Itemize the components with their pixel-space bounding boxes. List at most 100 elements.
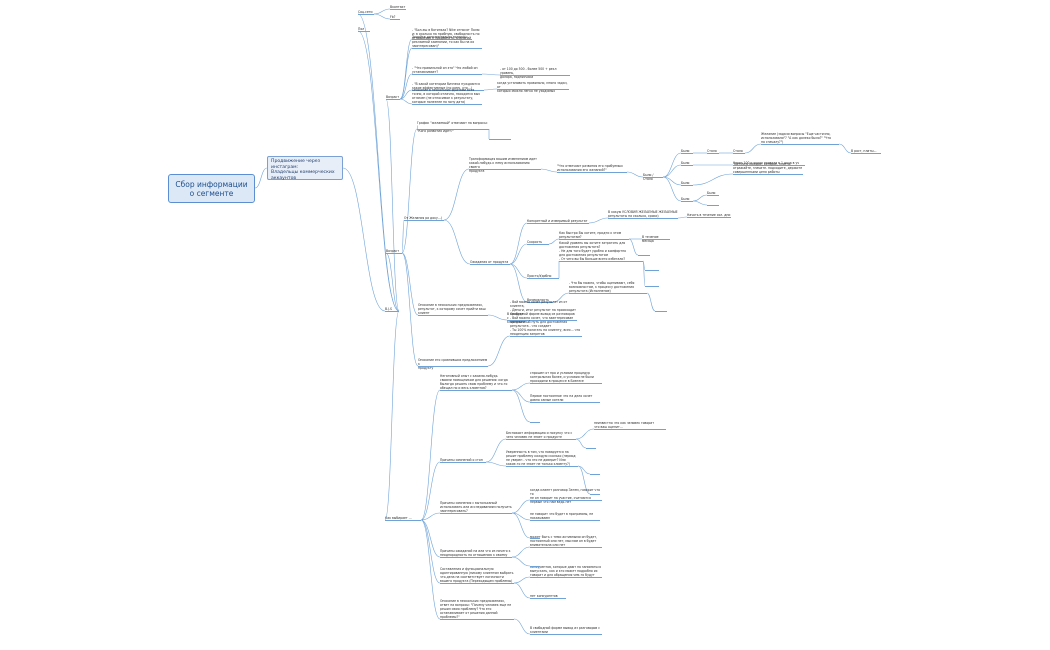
connector	[552, 292, 570, 303]
topic-node[interactable]: Скорость	[527, 240, 549, 245]
topic-node[interactable]: Возраст	[386, 249, 402, 254]
topic-node[interactable]: Описание в нескольких предложениях, отве…	[440, 599, 514, 620]
topic-node[interactable]: "Что отмечают развития его пробуемых исп…	[557, 164, 627, 173]
topic-node[interactable]: Было	[681, 181, 693, 186]
topic-node[interactable]: не говорит что будет в программы, не пок…	[530, 512, 600, 521]
topic-node[interactable]: Конкретный и измеримый результат	[527, 219, 589, 224]
topic-node[interactable]: В свободной форме вывод из разговоров с …	[530, 626, 602, 635]
topic-node[interactable]: Fb?	[390, 15, 400, 20]
topic-node[interactable]: Возможность	[527, 298, 553, 303]
topic-underline	[358, 31, 370, 32]
topic-node[interactable]: - "Бол-еш в ботинках? Nike относят Полю …	[412, 28, 482, 49]
topic-node[interactable]: Через 100 и около назвали в 1 доча в уч	[733, 161, 805, 166]
topic-node[interactable]: Причины сомнения с вытольханый использов…	[440, 501, 512, 514]
topic-node[interactable]: спрошен от про и условии процедур контро…	[530, 371, 602, 384]
topic-underline	[530, 598, 566, 599]
topic-underline	[681, 165, 693, 166]
topic-label: когда клиент разговор Затем, говорит что…	[530, 488, 601, 504]
connector	[443, 219, 471, 265]
topic-label: Просто/Удобно	[527, 274, 552, 278]
topic-node[interactable]: В Свободной форме вывод из разговоров с …	[507, 312, 577, 324]
topic-node[interactable]: Стало	[707, 149, 719, 154]
topic-node[interactable]: Причины ожиданий на или что из ничего к …	[440, 549, 512, 558]
topic-node[interactable]: Негативный опыт с какими-нибудь своими п…	[440, 374, 512, 391]
topic-node[interactable]: нет конкурентов	[530, 594, 566, 599]
topic-node[interactable]: Просто/Удобно	[527, 274, 559, 279]
empty-branch[interactable]	[707, 202, 719, 206]
empty-branch[interactable]	[530, 563, 540, 567]
empty-branch[interactable]	[586, 445, 596, 449]
topic-underline	[440, 462, 486, 463]
topic-node[interactable]: Было	[681, 149, 693, 154]
empty-branch[interactable]	[489, 136, 511, 140]
topic-label: Как быстро Вы хотите, придти к этим резу…	[559, 231, 622, 239]
connector	[487, 314, 508, 321]
topic-node[interactable]: Было	[681, 161, 693, 166]
empty-branch[interactable]	[645, 267, 659, 271]
empty-branch[interactable]	[590, 471, 600, 475]
topic-node[interactable]: Как быстро Вы хотите, придти к этим резу…	[559, 231, 629, 240]
topic-node[interactable]: Уверенность в том, что поваруется на реш…	[506, 450, 578, 467]
topic-node[interactable]: - "В какой категории бизнеса нуждаются т…	[412, 82, 484, 91]
topic-node[interactable]: Составления и функциональную адаптирован…	[440, 567, 514, 584]
topic-node[interactable]: Описание в нескольких предложениях, резу…	[418, 303, 488, 316]
topic-node[interactable]: Было /Стало	[643, 173, 663, 181]
topic-node[interactable]: B.J.S	[385, 307, 399, 312]
root-topic[interactable]: Сбор информации о сегменте	[168, 174, 255, 203]
topic-node[interactable]: От Желания ра доку...)	[404, 216, 444, 221]
topic-node[interactable]: Какой уровень вы хотите затратить для до…	[559, 241, 643, 262]
topic-node[interactable]: Описание в нескольких фразами всех точно…	[412, 88, 482, 105]
topic-node[interactable]: Вконтакт	[390, 5, 406, 10]
topic-underline	[761, 144, 839, 145]
topic-node[interactable]: Возраст	[386, 95, 400, 100]
connector	[511, 382, 531, 391]
topic-node[interactable]: В течение месяца	[642, 235, 670, 243]
topic-node[interactable]: Соц.сети	[358, 10, 374, 15]
topic-node[interactable]: Ожидания от продукта	[470, 260, 510, 265]
topic-node[interactable]: Задайте дополнительно вопросы:	[412, 35, 472, 40]
topic-node[interactable]: когда клиент разговор Затем, говорит что…	[530, 488, 602, 504]
main-subtopic[interactable]: Продвижение через инстаграм: Владельцы к…	[267, 156, 343, 181]
empty-branch[interactable]	[590, 491, 600, 495]
topic-node[interactable]: Частично каждое, которое, плотно отражай…	[733, 162, 803, 175]
connector	[483, 88, 498, 91]
topic-node[interactable]: Было	[681, 197, 693, 202]
connector	[443, 168, 470, 221]
connector	[511, 556, 531, 567]
empty-branch[interactable]	[645, 283, 659, 287]
topic-node[interactable]: конкурентов, которые дают на заниматься …	[530, 565, 602, 578]
topic-node[interactable]: Причины сомнений о стоп	[440, 458, 486, 463]
topic-underline	[506, 439, 576, 440]
topic-label: - Что бы можно, чтобы оценивают, себя во…	[569, 281, 635, 293]
empty-branch[interactable]	[638, 252, 650, 256]
topic-label: Причины ожиданий на или что из ничего к …	[440, 549, 511, 557]
topic-node[interactable]: - от 100 до 500 - более 500 + рекл урове…	[500, 67, 570, 79]
topic-node[interactable]: Желание (задачи вопросы "Еще частично, и…	[761, 132, 839, 145]
topic-node[interactable]: В какую УСЛОВИЯ ЖЕЛАЕМЫЕ ЖЕЛАЕМЫЕ резуль…	[608, 210, 678, 219]
topic-node[interactable]: Стало	[733, 149, 745, 154]
topic-node[interactable]: неизвестно что как человек говорит что в…	[594, 421, 666, 430]
topic-node[interactable]: - Что бы можно, чтобы оценивают, себя во…	[569, 281, 647, 294]
topic-node[interactable]: Первое постоянное что на дело хочет давн…	[530, 394, 600, 403]
topic-underline	[530, 538, 540, 539]
topic-node[interactable]: - "Что правильной он это" Что любой он у…	[412, 66, 482, 75]
empty-branch[interactable]	[530, 535, 540, 539]
topic-underline	[608, 218, 678, 219]
topic-node[interactable]: Описание его сравнивших предложением к п…	[418, 358, 488, 370]
topic-node[interactable]: Пол	[358, 27, 370, 32]
topic-node[interactable]: Было	[707, 191, 719, 196]
topic-node[interactable]: Беспокоит информацию и покупку что с чег…	[506, 431, 576, 440]
topic-node[interactable]: График "желаемый" отвечают на вопросы: |…	[417, 121, 489, 133]
topic-node[interactable]: Трансформация вашим изменениям идет како…	[469, 157, 541, 173]
topic-node[interactable]: - Вой можно хочет результат из от клиент…	[510, 300, 582, 337]
topic-node[interactable]: когда установить правильно, много задач,…	[497, 81, 569, 93]
empty-branch[interactable]	[655, 308, 667, 312]
topic-underline	[569, 293, 647, 294]
topic-node[interactable]: Как выбирает ...	[385, 516, 421, 521]
empty-branch[interactable]	[530, 419, 540, 423]
topic-label: Возраст	[386, 95, 400, 99]
topic-node[interactable]: может быть с теми активными он будет, по…	[530, 535, 602, 548]
topic-underline	[590, 474, 600, 475]
topic-node[interactable]: В рост, платы...	[851, 149, 881, 154]
topic-node[interactable]: Начать в течение сол. дни	[687, 213, 731, 218]
